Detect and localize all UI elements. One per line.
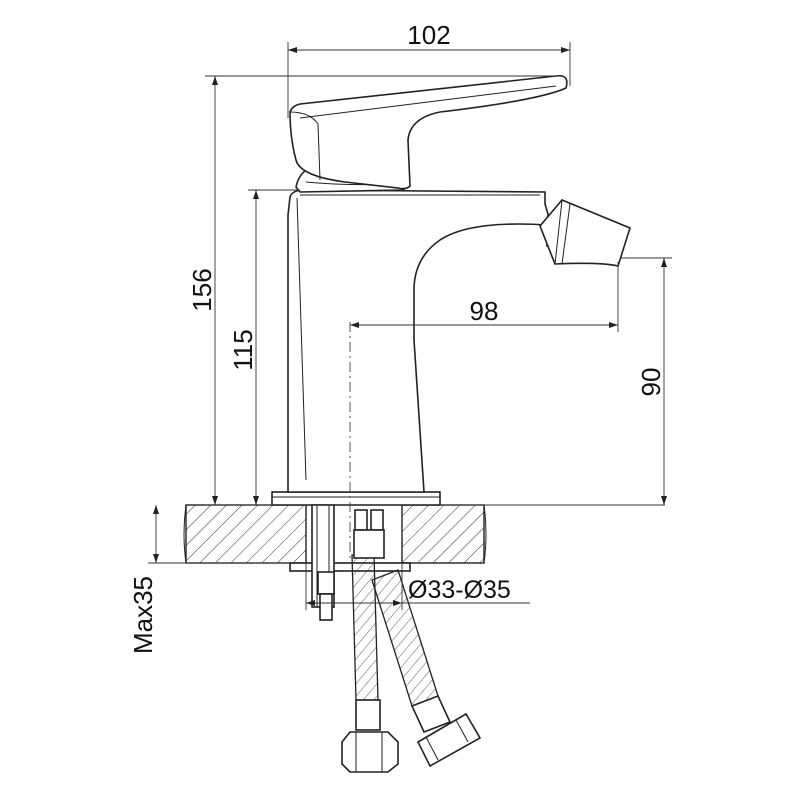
- dimension-max35: Max35: [128, 505, 290, 654]
- dimension-115: 115: [228, 189, 300, 505]
- dimension-102: 102: [287, 20, 571, 118]
- dim-label-102: 102: [407, 20, 450, 50]
- lever-handle: [289, 74, 568, 190]
- faucet-body: [287, 165, 549, 493]
- dimension-98: 98: [350, 262, 619, 332]
- dimension-90: 90: [620, 257, 672, 505]
- countertop-section: [183, 504, 487, 564]
- dimension-156: 156: [187, 75, 665, 506]
- dim-label-156: 156: [187, 268, 217, 311]
- dim-label-max35: Max35: [128, 576, 158, 654]
- dimension-hole-diameter: Ø33-Ø35: [305, 563, 530, 610]
- spout-nozzle: [539, 199, 631, 267]
- dim-label-115: 115: [228, 329, 258, 370]
- dim-label-hole-diameter: Ø33-Ø35: [408, 576, 511, 604]
- dim-label-98: 98: [470, 296, 499, 326]
- base-flange: [271, 491, 441, 506]
- flex-hoses: [341, 529, 482, 773]
- dim-label-90: 90: [636, 368, 666, 397]
